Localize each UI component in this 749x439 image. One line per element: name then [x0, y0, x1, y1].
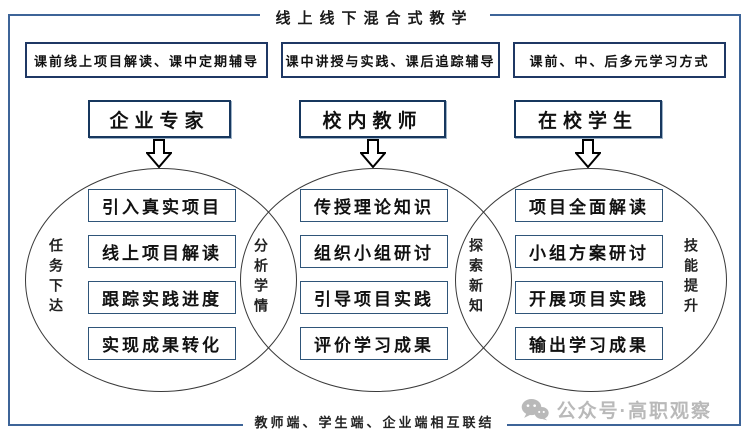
role-header-school-teacher: 校内教师 [299, 100, 446, 138]
activity-box: 实现成果转化 [88, 327, 236, 360]
activity-box: 引入真实项目 [88, 189, 236, 222]
diagram-title: 线上线下混合式教学 [259, 7, 490, 28]
role-header-student: 在校学生 [514, 100, 662, 138]
activity-box: 小组方案研讨 [515, 235, 663, 268]
wechat-icon [521, 398, 549, 420]
activity-column-enterprise: 引入真实项目 线上项目解读 跟踪实践进度 实现成果转化 [88, 189, 236, 360]
activity-column-teacher: 传授理论知识 组织小组研讨 引导项目实践 评价学习成果 [300, 189, 448, 360]
activity-box: 线上项目解读 [88, 235, 236, 268]
phase-box-student: 课前、中、后多元学习方式 [513, 42, 726, 78]
activity-box: 开展项目实践 [515, 281, 663, 314]
down-arrow-icon [575, 139, 601, 168]
down-arrow-icon [360, 139, 386, 168]
watermark: 公众号·高职观察 [521, 396, 712, 422]
watermark-text: 公众号·高职观察 [556, 400, 712, 422]
activity-box: 评价学习成果 [300, 327, 448, 360]
activity-box: 项目全面解读 [515, 189, 663, 222]
venn-circle-student [455, 168, 727, 392]
down-arrow-icon [146, 139, 172, 168]
phase-box-enterprise: 课前线上项目解读、课中定期辅导 [25, 42, 268, 78]
activity-box: 引导项目实践 [300, 281, 448, 314]
phase-box-teacher: 课中讲授与实践、课后追踪辅导 [281, 42, 500, 78]
activity-box: 组织小组研讨 [300, 235, 448, 268]
activity-box: 输出学习成果 [515, 327, 663, 360]
footer-caption: 教师端、学生端、企业端相互联结 [242, 414, 507, 432]
activity-column-student: 项目全面解读 小组方案研讨 开展项目实践 输出学习成果 [515, 189, 663, 360]
activity-box: 跟踪实践进度 [88, 281, 236, 314]
activity-box: 传授理论知识 [300, 189, 448, 222]
role-header-enterprise-expert: 企业专家 [88, 100, 231, 138]
